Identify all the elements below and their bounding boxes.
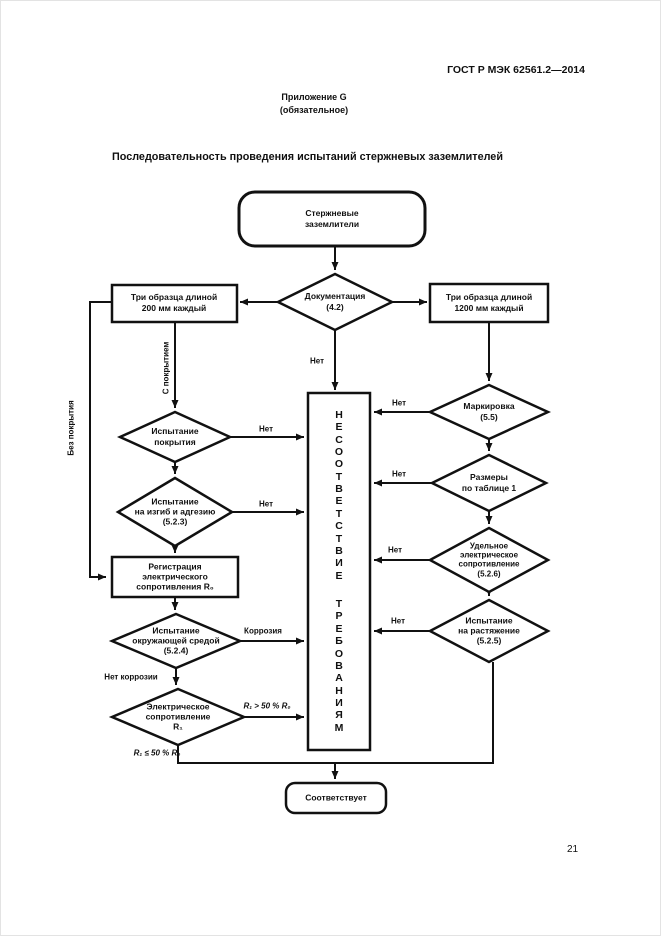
resistance-reg-box-shape xyxy=(110,555,240,599)
environment-test-decision-label: Испытание окружающей средой (5.2.4) xyxy=(132,625,220,657)
samples-200-box-label: Три образца длиной 200 мм каждый xyxy=(130,291,218,313)
complies-node-shape xyxy=(284,781,388,815)
resistivity-decision-shape xyxy=(427,526,551,594)
edge-label-no-coating-test: Нет xyxy=(258,424,274,434)
marking-decision-shape xyxy=(426,383,552,441)
nonconformity-box-shape xyxy=(306,391,372,752)
documentation-decision-label: Документация (4.2) xyxy=(304,290,366,312)
electrical-resistance-decision-shape xyxy=(108,687,248,747)
edge-label-without-coating: Без покрытия xyxy=(66,400,76,456)
edge-label-no-dimensions: Нет xyxy=(391,469,407,479)
nonconformity-word2: ТРЕБОВАНИЯМ xyxy=(334,598,344,734)
documentation-decision-shape xyxy=(275,272,395,332)
start-node-label: Стержневые заземлители xyxy=(304,207,360,229)
standard-number: ГОСТ Р МЭК 62561.2—2014 xyxy=(447,64,585,76)
samples-1200-box-label: Три образца длиной 1200 мм каждый xyxy=(445,291,533,313)
edge-label-with-coating: С покрытием xyxy=(161,341,171,395)
bend-test-decision-label: Испытание на изгиб и адгезию (5.2.3) xyxy=(134,496,216,528)
edge-label-no-marking: Нет xyxy=(391,398,407,408)
electrical-resistance-decision-label: Электрическое сопротивление R₁ xyxy=(145,701,211,733)
nonconformity-box-label: НЕСООТВЕТСТВИЕ ТРЕБОВАНИЯМ xyxy=(308,393,370,750)
samples-200-box-shape xyxy=(110,283,239,324)
resistivity-decision-label: Удельное электрическое сопротивление (5.… xyxy=(458,541,520,579)
edge-label-no-corrosion: Нет коррозии xyxy=(104,672,158,682)
coating-test-decision-label: Испытание покрытия xyxy=(151,425,199,447)
appendix-heading: Приложение G xyxy=(281,92,347,102)
edge-label-no-resistivity: Нет xyxy=(387,545,403,555)
appendix-subheading: (обязательное) xyxy=(279,105,349,115)
samples-1200-box-shape xyxy=(428,282,550,324)
marking-decision-label: Маркировка (5.5) xyxy=(463,400,515,422)
tensile-test-decision-shape xyxy=(427,598,551,664)
edge-label-no-tensile: Нет xyxy=(390,616,406,626)
start-node-shape xyxy=(237,190,427,248)
coating-test-decision-shape xyxy=(116,410,234,464)
dimensions-decision-label: Размеры по таблице 1 xyxy=(461,471,517,493)
edge-label-r1-gt: R₁ > 50 % R₀ xyxy=(243,701,291,711)
tensile-test-decision-label: Испытание на растяжение (5.2.5) xyxy=(458,615,520,647)
edge-label-no-doc: Нет xyxy=(309,356,325,366)
complies-node-label: Соответствует xyxy=(305,792,367,803)
edge-label-r1-le: R₁ ≤ 50 % R₀ xyxy=(133,748,181,758)
edge-label-no-bend: Нет xyxy=(258,499,274,509)
nonconformity-word1: НЕСООТВЕТСТВИЕ xyxy=(334,408,344,582)
edge-label-corrosion: Коррозия xyxy=(244,626,282,636)
bend-test-decision-shape xyxy=(115,476,235,548)
resistance-reg-box-label: Регистрация электрического сопротивления… xyxy=(136,561,214,593)
dimensions-decision-shape xyxy=(429,453,549,513)
environment-test-decision-shape xyxy=(108,612,244,670)
page-number: 21 xyxy=(567,844,579,855)
connectors xyxy=(89,246,494,779)
figure-title: Последовательность проведения испытаний … xyxy=(112,151,503,163)
